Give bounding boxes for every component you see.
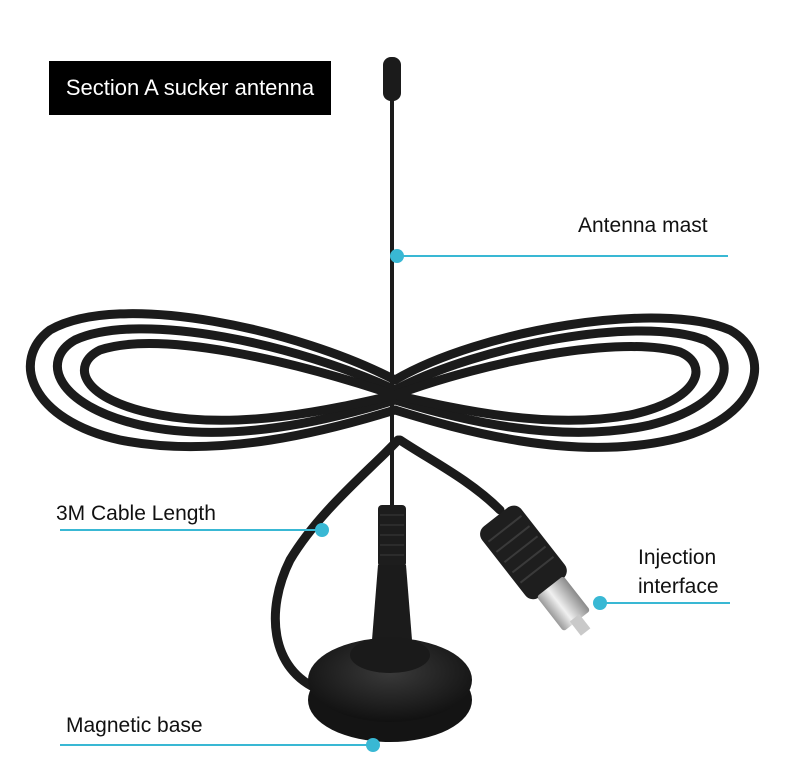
antenna-mast-label: Antenna mast	[578, 214, 708, 237]
page-title: Section A sucker antenna	[49, 61, 331, 115]
callout-dots	[315, 249, 607, 752]
injection-label-line2: interface	[638, 575, 719, 598]
coiled-cable	[25, 309, 759, 695]
injection-connector	[480, 505, 591, 636]
magnetic-base-label: Magnetic base	[66, 714, 203, 737]
injection-label-line1: Injection	[638, 546, 717, 569]
callout-lines	[60, 255, 730, 746]
injection-interface-label: Injection interface	[638, 543, 719, 601]
cable-length-label: 3M Cable Length	[56, 502, 216, 525]
antenna-mast	[372, 57, 412, 640]
magnetic-base	[308, 637, 472, 742]
